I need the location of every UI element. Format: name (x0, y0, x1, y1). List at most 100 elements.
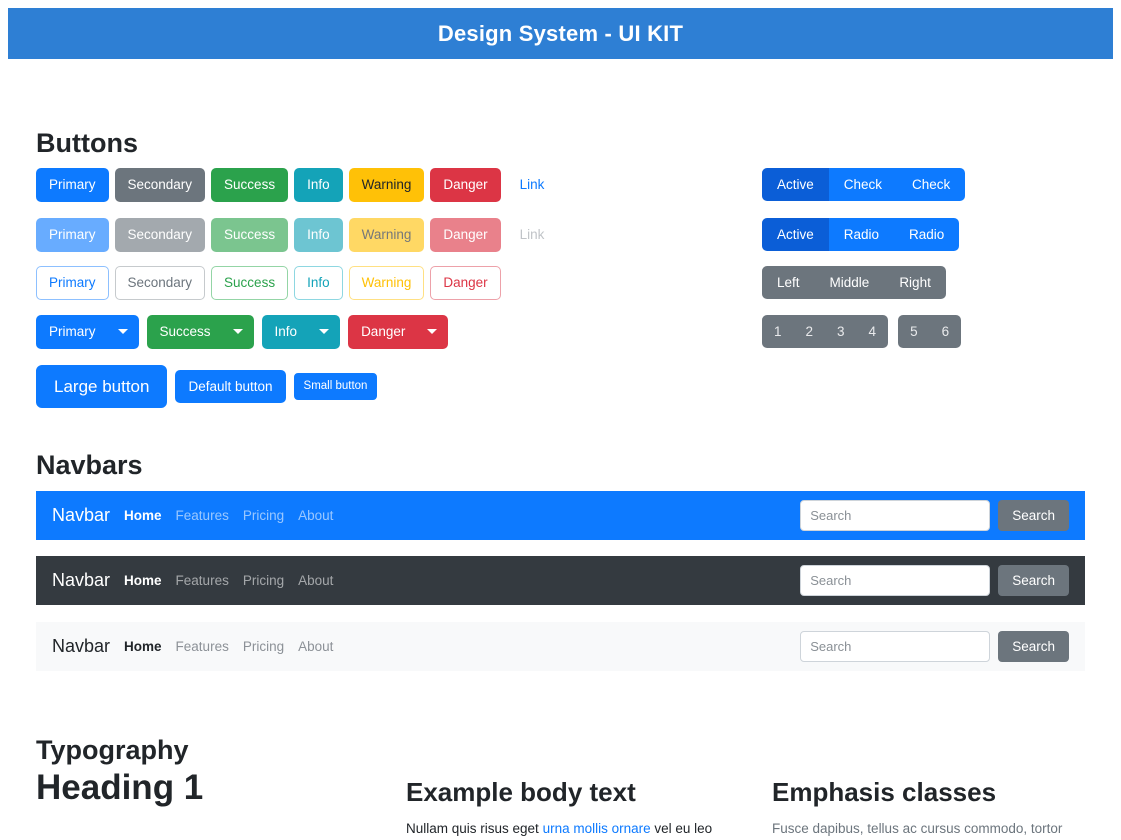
nav-link-home[interactable]: Home (124, 573, 162, 588)
radio-toggle-1[interactable]: Radio (828, 218, 895, 251)
search-button[interactable]: Search (998, 565, 1069, 596)
chevron-down-icon (427, 329, 438, 335)
navbar-brand[interactable]: Navbar (52, 570, 111, 590)
button-disabled-info[interactable]: Info (294, 218, 343, 252)
checkbox-toggle-1[interactable]: Check (828, 168, 898, 201)
heading-1-sample: Heading 1 (36, 768, 204, 807)
dropdown-button-primary[interactable]: Primary (36, 315, 139, 349)
button-outline-secondary[interactable]: Secondary (114, 266, 206, 300)
body-text-before: Nullam quis risus eget (406, 821, 543, 836)
navbar-links: Home Features Pricing About (124, 639, 333, 654)
button-link[interactable]: Link (507, 168, 558, 202)
nav-link-about[interactable]: About (298, 508, 334, 523)
search-button[interactable]: Search (998, 631, 1069, 662)
body-text-paragraph: Nullam quis risus eget urna mollis ornar… (406, 818, 746, 840)
search-button[interactable]: Search (998, 500, 1069, 531)
button-disabled-danger[interactable]: Danger (430, 218, 501, 252)
button-size-sm[interactable]: Small button (293, 372, 378, 401)
button-primary[interactable]: Primary (36, 168, 109, 202)
checkbox-toggle-0[interactable]: Active (762, 168, 829, 201)
position-toggle-1[interactable]: Middle (814, 266, 885, 299)
pager-a-item-1[interactable]: 1 (762, 315, 794, 348)
navbar-blue: Navbar Home Features Pricing About Search (36, 491, 1085, 540)
nav-link-features[interactable]: Features (175, 639, 229, 654)
button-outline-primary[interactable]: Primary (36, 266, 109, 300)
button-disabled-primary[interactable]: Primary (36, 218, 109, 252)
button-success[interactable]: Success (211, 168, 289, 202)
navbar-light: Navbar Home Features Pricing About Search (36, 622, 1085, 671)
pager-b-item-5[interactable]: 5 (898, 315, 930, 348)
body-text-heading: Example body text (406, 777, 636, 807)
pager-a-item-4[interactable]: 4 (856, 315, 889, 348)
dropdown-label: Success (159, 324, 211, 339)
chevron-down-icon (117, 329, 128, 335)
search-input[interactable] (800, 500, 991, 531)
emphasis-heading: Emphasis classes (772, 777, 997, 807)
button-size-md[interactable]: Default button (175, 369, 286, 404)
dropdown-button-info[interactable]: Info (261, 315, 341, 349)
nav-link-about[interactable]: About (298, 573, 334, 588)
chevron-down-icon (232, 329, 243, 335)
button-danger[interactable]: Danger (430, 168, 501, 202)
body-text-after: vel eu leo (650, 821, 713, 836)
nav-link-home[interactable]: Home (124, 639, 162, 654)
chevron-down-icon (319, 329, 330, 335)
button-outline-info[interactable]: Info (294, 266, 343, 300)
button-outline-danger[interactable]: Danger (430, 266, 501, 300)
button-info[interactable]: Info (294, 168, 343, 202)
search-input[interactable] (800, 631, 991, 662)
dropdown-button-success[interactable]: Success (146, 315, 254, 349)
dropdown-button-danger[interactable]: Danger (348, 315, 449, 349)
typography-section-title: Typography (36, 735, 189, 765)
navbar-links: Home Features Pricing About (124, 508, 333, 523)
emphasis-paragraph: Fusce dapibus, tellus ac cursus commodo,… (772, 821, 1063, 836)
navbar-brand[interactable]: Navbar (52, 505, 111, 525)
position-toggle-0[interactable]: Left (762, 266, 815, 299)
dropdown-label: Info (274, 324, 298, 339)
pager-b-item-6[interactable]: 6 (929, 315, 962, 348)
nav-link-pricing[interactable]: Pricing (242, 639, 285, 654)
button-outline-success[interactable]: Success (211, 266, 289, 300)
nav-link-pricing[interactable]: Pricing (242, 573, 285, 588)
nav-link-about[interactable]: About (298, 639, 334, 654)
navbar-dark: Navbar Home Features Pricing About Search (36, 556, 1085, 605)
dropdown-buttons-row: Primary Success Info Danger (36, 315, 449, 349)
navbars-section-title: Navbars (36, 450, 143, 480)
pager-a-item-3[interactable]: 3 (825, 315, 857, 348)
buttons-section-title: Buttons (36, 128, 138, 158)
nav-link-pricing[interactable]: Pricing (242, 508, 285, 523)
page-header: Design System - UI KIT (8, 8, 1113, 59)
page-title: Design System - UI KIT (437, 20, 684, 46)
radio-toggle-2[interactable]: Radio (894, 218, 960, 251)
nav-link-home[interactable]: Home (124, 508, 162, 523)
body-text-link[interactable]: urna mollis ornare (542, 821, 651, 836)
button-warning[interactable]: Warning (348, 168, 425, 202)
position-toggle-2[interactable]: Right (884, 266, 946, 299)
pager-a-item-2[interactable]: 2 (793, 315, 826, 348)
button-secondary[interactable]: Secondary (114, 168, 206, 202)
search-input[interactable] (800, 565, 991, 596)
nav-link-features[interactable]: Features (175, 508, 229, 523)
dropdown-label: Primary (49, 324, 96, 339)
button-disabled-warning[interactable]: Warning (348, 218, 425, 252)
button-disabled-secondary[interactable]: Secondary (114, 218, 206, 252)
navbar-brand[interactable]: Navbar (52, 636, 111, 656)
button-disabled-success[interactable]: Success (211, 218, 289, 252)
checkbox-toggle-2[interactable]: Check (897, 168, 966, 201)
button-disabled-link[interactable]: Link (507, 218, 558, 252)
radio-toggle-0[interactable]: Active (762, 218, 829, 251)
navbar-links: Home Features Pricing About (124, 573, 333, 588)
button-size-lg[interactable]: Large button (36, 365, 168, 408)
button-outline-warning[interactable]: Warning (348, 266, 425, 300)
nav-link-features[interactable]: Features (175, 573, 229, 588)
